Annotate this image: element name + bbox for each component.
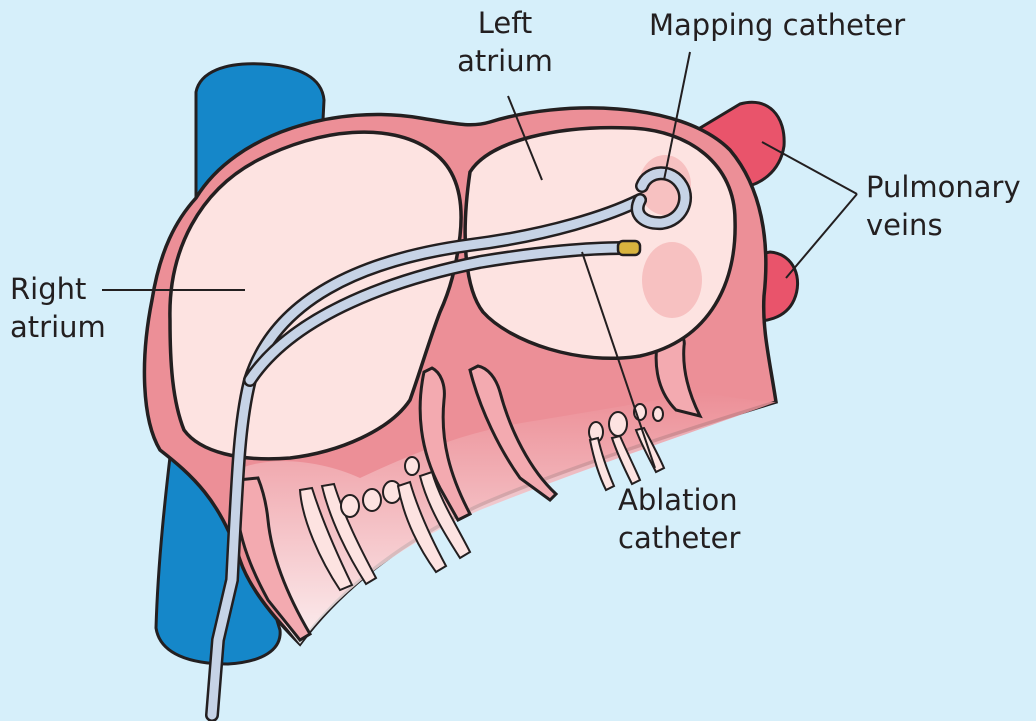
ablation-catheter-label: Ablation catheter	[618, 481, 740, 557]
right-atrium-label: Right atrium	[10, 270, 106, 346]
ablation-catheter-tip	[618, 241, 640, 255]
left-atrium-label: Left atrium	[430, 4, 580, 80]
leader-pulmonary-lower	[786, 194, 857, 278]
pulmonary-veins-label: Pulmonary veins	[866, 168, 1021, 244]
mapping-catheter-label: Mapping catheter	[649, 6, 905, 44]
